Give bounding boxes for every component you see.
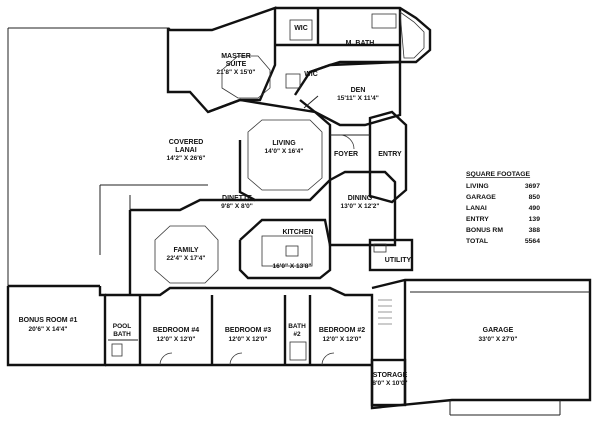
- walls: [6, 6, 592, 416]
- dinette-dims: 9'8" X 8'0": [221, 203, 253, 210]
- sqft-label-entry: ENTRY: [466, 216, 489, 223]
- utility-label: UTILITY: [385, 257, 412, 264]
- storage-dims: 8'0" X 10'0": [372, 380, 407, 387]
- sqft-label-total: TOTAL: [466, 238, 488, 245]
- garage-dims: 33'0" X 27'0": [479, 336, 518, 343]
- covered-lanai-label: COVERED: [169, 139, 204, 146]
- pool-bath-label: POOL: [113, 323, 131, 330]
- bath2-label: BATH: [288, 323, 306, 330]
- covered-lanai-dims: 14'2" X 26'6": [167, 155, 206, 162]
- bedroom2-dims: 12'0" X 12'0": [323, 336, 362, 343]
- bonus-room-label: BONUS ROOM #1: [19, 317, 78, 324]
- pool-bath-label-line2: BATH: [113, 331, 131, 338]
- bedroom2-label: BEDROOM #2: [319, 327, 365, 334]
- sqft-label-garage: GARAGE: [466, 194, 496, 201]
- family-label: FAMILY: [173, 247, 198, 254]
- sqft-value-entry: 139: [529, 216, 541, 223]
- bedroom4-dims: 12'0" X 12'0": [157, 336, 196, 343]
- living-dims: 14'0" X 16'4": [265, 148, 304, 155]
- family-dims: 22'4" X 17'4": [167, 255, 206, 262]
- master-suite-label: MASTER: [221, 53, 251, 60]
- master-suite-dims: 21'8" X 15'0": [217, 69, 256, 76]
- dining-label: DINING: [348, 195, 373, 202]
- living-label: LIVING: [272, 140, 296, 147]
- kitchen-label: KITCHEN: [282, 229, 313, 236]
- foyer-label: FOYER: [334, 151, 358, 158]
- sqft-value-total: 5564: [525, 238, 540, 245]
- sqft-label-living: LIVING: [466, 183, 489, 190]
- square-footage-table: SQUARE FOOTAGE LIVING 3697 GARAGE 850 LA…: [466, 171, 540, 245]
- storage-label: STORAGE: [373, 372, 408, 379]
- sqft-value-lanai: 490: [529, 205, 541, 212]
- garage-label: GARAGE: [483, 327, 514, 334]
- master-suite-label-line2: SUITE: [226, 61, 247, 68]
- sqft-label-lanai: LANAI: [466, 205, 487, 212]
- sqft-label-bonus-rm: BONUS RM: [466, 227, 503, 234]
- sqft-value-garage: 850: [529, 194, 541, 201]
- entry-label: ENTRY: [378, 151, 402, 158]
- bath2-label-line2: #2: [293, 331, 301, 338]
- kitchen-dims: 16'0" X 13'8": [273, 263, 312, 270]
- square-footage-title: SQUARE FOOTAGE: [466, 171, 531, 178]
- den-dims: 15'11" X 11'4": [337, 95, 379, 102]
- covered-lanai-label-line2: LANAI: [175, 147, 196, 154]
- room-labels: MASTER SUITE 21'8" X 15'0" WIC M. BATH W…: [19, 25, 518, 387]
- sqft-value-living: 3697: [525, 183, 540, 190]
- m-bath-label: M. BATH: [346, 40, 375, 47]
- sqft-value-bonus-rm: 388: [529, 227, 541, 234]
- bedroom4-label: BEDROOM #4: [153, 327, 199, 334]
- dinette-label: DINETTE: [222, 195, 252, 202]
- wic-top-label: WIC: [294, 25, 308, 32]
- wic-mid-label: WIC: [304, 71, 318, 78]
- den-label: DEN: [351, 87, 366, 94]
- bedroom3-dims: 12'0" X 12'0": [229, 336, 268, 343]
- dining-dims: 13'0" X 12'2": [341, 203, 380, 210]
- bonus-room-dims: 20'6" X 14'4": [29, 326, 68, 333]
- bedroom3-label: BEDROOM #3: [225, 327, 271, 334]
